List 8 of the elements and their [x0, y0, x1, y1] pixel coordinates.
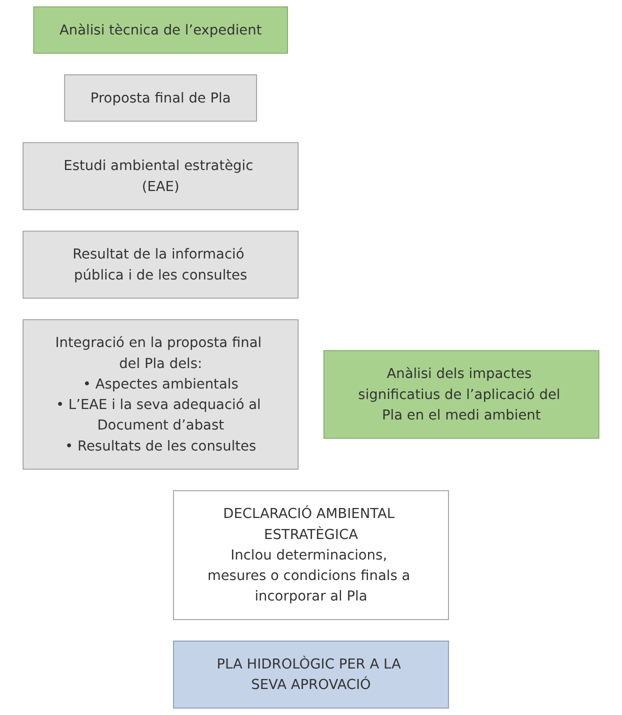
node-box: Integració en la proposta final del Pla dels: • Aspectes ambientals • L’EAE i la seva adequació al Document d’abast • Resultats de les consultes [22, 319, 299, 470]
node-box: Estudi ambiental estratègic (EAE) [22, 142, 299, 210]
node-box: Anàlisi dels impactes significatius de l’aplicació del Pla en el medi ambient [323, 350, 600, 439]
node-box: PLA HIDROLÒGIC PER A LA SEVA APROVACIÓ [173, 640, 449, 709]
node-box: Anàlisi tècnica de l’expedient [33, 6, 288, 54]
node-box: Resultat de la informació pública i de les consultes [22, 230, 299, 299]
node-box: DECLARACIÓ AMBIENTAL ESTRATÈGICA Inclou determinacions, mesures o condicions finals a incorporar al Pla [173, 490, 449, 620]
node-box: Proposta final de Pla [64, 74, 258, 122]
